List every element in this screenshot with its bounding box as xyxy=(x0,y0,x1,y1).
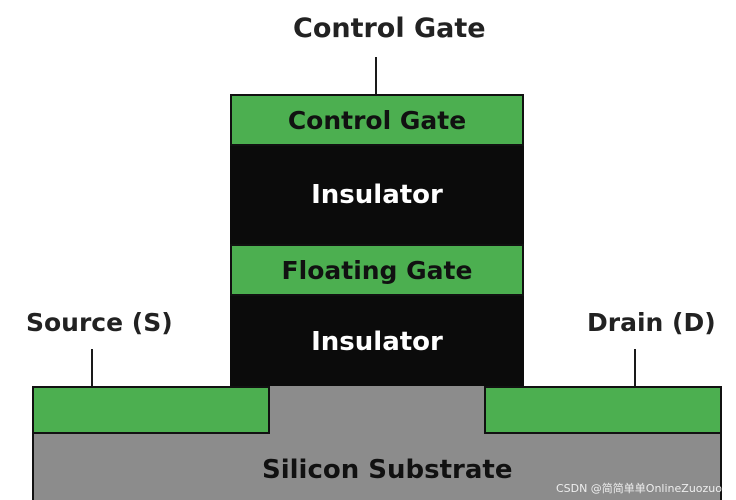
csdn-watermark: CSDN @简简单单OnlineZuozuo xyxy=(555,482,722,495)
floating-gate-layer: Floating Gate xyxy=(230,244,524,296)
drain-region xyxy=(484,386,722,434)
control-gate-callout-label: Control Gate xyxy=(293,13,486,44)
source-leader-line xyxy=(91,349,93,387)
silicon-substrate-label: Silicon Substrate xyxy=(262,455,513,485)
insulator-lower-layer: Insulator xyxy=(230,296,524,388)
source-callout-label: Source (S) xyxy=(26,308,173,337)
control-gate-leader-line xyxy=(375,57,377,96)
silicon-substrate xyxy=(32,432,722,500)
source-region xyxy=(32,386,270,434)
insulator-lower-label: Insulator xyxy=(311,327,443,357)
drain-callout-label: Drain (D) xyxy=(587,308,716,337)
drain-leader-line xyxy=(634,349,636,387)
substrate-channel-region xyxy=(268,386,486,434)
insulator-upper-label: Insulator xyxy=(311,180,443,210)
insulator-upper-layer: Insulator xyxy=(230,146,524,244)
control-gate-layer: Control Gate xyxy=(230,94,524,146)
control-gate-layer-label: Control Gate xyxy=(287,105,467,135)
floating-gate-layer-label: Floating Gate xyxy=(281,255,473,285)
